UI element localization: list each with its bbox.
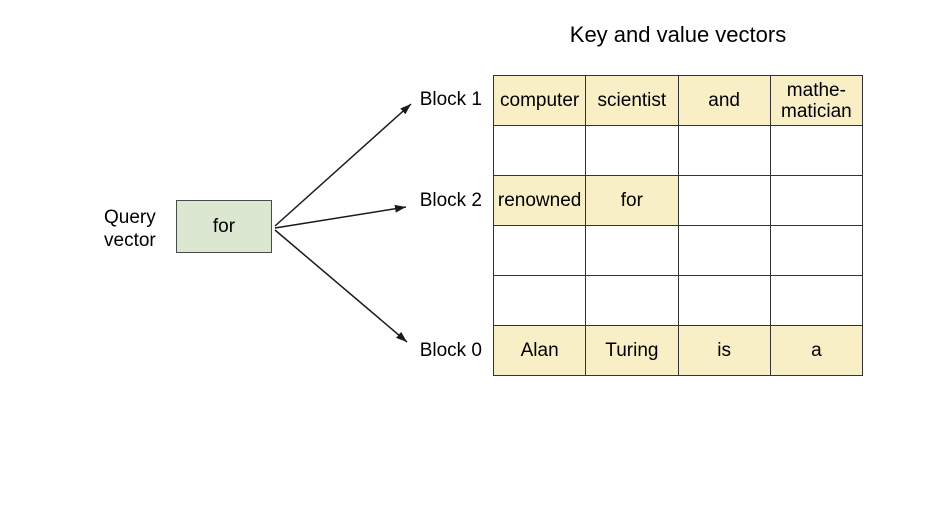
table-cell <box>492 125 587 176</box>
table-row <box>492 125 864 176</box>
query-token: for <box>212 215 236 237</box>
diagram-title: Key and value vectors <box>569 22 787 47</box>
table-cell: scientist <box>585 75 679 126</box>
query-vector-label: Query vector <box>104 207 156 251</box>
table-row <box>492 275 864 326</box>
table-cell <box>492 225 587 276</box>
block-label-0: Block 0 <box>419 340 482 361</box>
table-cell <box>585 125 679 176</box>
table-cell <box>677 275 771 326</box>
table-cell: is <box>677 325 771 376</box>
table-cell <box>769 275 864 326</box>
table-cell <box>769 125 864 176</box>
block-label-1: Block 1 <box>419 89 482 110</box>
table-cell: and <box>677 75 771 126</box>
query-vector-box: for <box>176 200 272 253</box>
table-cell: Turing <box>585 325 679 376</box>
table-cell <box>677 175 771 226</box>
table-cell: renowned <box>492 175 587 226</box>
table-cell <box>769 225 864 276</box>
arrow-to-block-0 <box>274 229 408 343</box>
table-cell: computer <box>492 75 587 126</box>
table-cell <box>585 225 679 276</box>
table-cell: for <box>585 175 679 226</box>
table-cell <box>677 225 771 276</box>
block-label-2: Block 2 <box>419 190 482 211</box>
table-cell <box>585 275 679 326</box>
table-cell <box>492 275 587 326</box>
table-cell <box>677 125 771 176</box>
table-row <box>492 225 864 276</box>
table-cell: a <box>769 325 864 376</box>
table-cell: Alan <box>492 325 587 376</box>
table-cell <box>769 175 864 226</box>
table-cell: mathe- matician <box>769 75 864 126</box>
